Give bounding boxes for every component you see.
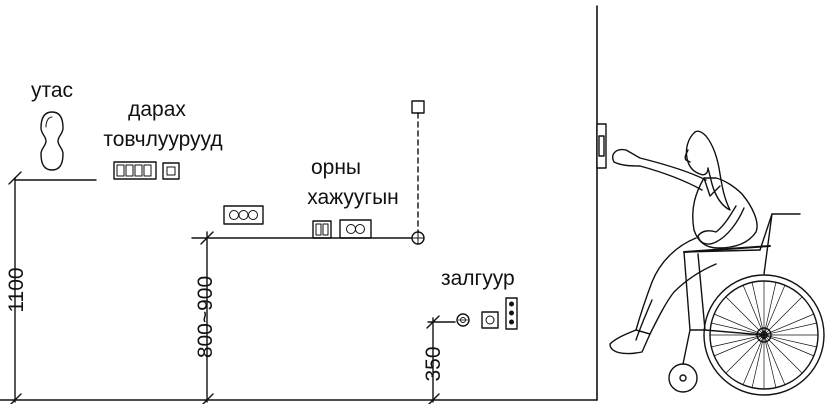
socket-round-icon — [456, 313, 470, 327]
dimension-line-350 — [426, 315, 456, 404]
single-button-icon — [162, 162, 180, 180]
dimension-text-1100: 1100 — [5, 267, 28, 313]
label-bed-line1: орны — [310, 156, 362, 179]
bedside-double-switch-icon — [312, 220, 332, 239]
dimension-text-800-900: 800~900 — [194, 275, 217, 359]
label-phone: утас — [31, 79, 74, 102]
pull-cord-icon — [411, 100, 425, 245]
label-buttons-line1: дарах — [128, 98, 186, 121]
label-buttons-line2: товчлуурууд — [103, 128, 223, 151]
wheelchair-user-figure — [609, 130, 825, 396]
bedside-socket-icon — [339, 219, 372, 239]
dimension-line-800-900 — [191, 231, 413, 404]
dimension-line-1100 — [8, 171, 97, 404]
button-panel-icon — [113, 161, 157, 180]
socket-strip-icon — [505, 297, 518, 330]
label-socket: залгуур — [441, 267, 515, 290]
label-bed-line2: хажуугын — [307, 186, 399, 209]
dimension-text-350: 350 — [422, 346, 445, 382]
phone-icon — [40, 111, 64, 171]
socket-square-icon — [481, 311, 499, 329]
wall-push-button — [596, 123, 607, 169]
triple-switch-icon — [223, 205, 264, 225]
